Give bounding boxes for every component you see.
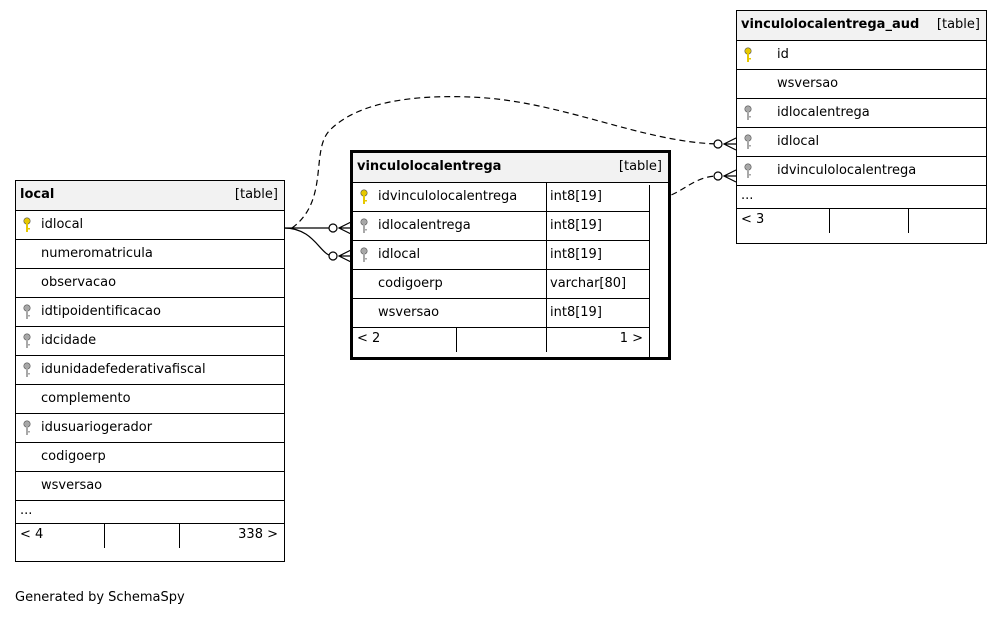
zero-marker	[328, 251, 338, 261]
column-row[interactable]: idlocalentrega int8[19]	[353, 212, 649, 241]
crow-foot	[722, 169, 737, 183]
column-name: complemento	[41, 391, 131, 406]
crow-foot	[337, 249, 352, 263]
column-name: wsversao	[777, 76, 839, 91]
key-icon	[23, 304, 31, 320]
key-icon	[360, 218, 368, 234]
table-local[interactable]: local [table] idlocal numeromatricula obse…	[15, 180, 285, 562]
column-name: idvinculolocalentrega	[378, 189, 518, 204]
column-row[interactable]: idlocal	[16, 211, 284, 240]
link-local-to-vinculo-idlocal	[283, 227, 334, 257]
column-name: codigoerp	[41, 449, 106, 464]
child-count: < 3	[741, 212, 765, 227]
table-footer: < 3	[737, 209, 986, 233]
column-row[interactable]: idunidadefederativafiscal	[16, 356, 284, 385]
table-name: local	[20, 187, 55, 202]
column-row[interactable]: idvinculolocalentrega	[737, 157, 986, 186]
column-name: idlocal	[777, 134, 820, 149]
more-columns: ...	[737, 186, 986, 209]
column-name: idunidadefederativafiscal	[41, 362, 206, 377]
table-header: local [table]	[16, 181, 284, 211]
column-row[interactable]: wsversao int8[19]	[353, 299, 649, 328]
table-kind: [table]	[618, 159, 662, 174]
table-kind: [table]	[936, 17, 980, 32]
key-icon	[23, 420, 31, 436]
crow-foot	[722, 137, 737, 151]
key-icon	[360, 247, 368, 263]
column-row[interactable]: numeromatricula	[16, 240, 284, 269]
zero-marker	[713, 139, 723, 149]
zero-marker	[713, 171, 723, 181]
column-name: wsversao	[378, 305, 440, 320]
column-type: varchar[80]	[550, 276, 627, 291]
row-count: 1 >	[619, 331, 643, 346]
column-name: idlocalentrega	[777, 105, 870, 120]
column-row[interactable]: idlocal int8[19]	[353, 241, 649, 270]
column-name: idvinculolocalentrega	[777, 163, 917, 178]
key-icon	[744, 105, 752, 121]
column-name: codigoerp	[378, 276, 443, 291]
column-row[interactable]: observacao	[16, 269, 284, 298]
column-type: int8[19]	[550, 189, 602, 204]
column-type: int8[19]	[550, 305, 602, 320]
column-name: numeromatricula	[41, 246, 153, 261]
column-row[interactable]: idcidade	[16, 327, 284, 356]
column-name: idlocalentrega	[378, 218, 471, 233]
column-name: wsversao	[41, 478, 103, 493]
crow-foot	[337, 221, 352, 235]
column-name: id	[777, 47, 789, 62]
table-header: vinculolocalentrega [table]	[353, 153, 668, 183]
generated-by-label: Generated by SchemaSpy	[15, 590, 185, 605]
column-row[interactable]: codigoerp	[16, 443, 284, 472]
table-header: vinculolocalentrega_aud [table]	[737, 11, 986, 41]
child-count: < 4	[20, 527, 44, 542]
column-row[interactable]: idtipoidentificacao	[16, 298, 284, 327]
table-vinculolocalentrega-aud[interactable]: vinculolocalentrega_aud [table] id wsvers…	[736, 10, 987, 244]
column-row[interactable]: idvinculolocalentrega int8[19]	[353, 183, 649, 212]
key-icon	[23, 362, 31, 378]
child-count: < 2	[357, 331, 381, 346]
key-icon	[744, 134, 752, 150]
link-vinculo-to-aud	[651, 175, 719, 200]
column-name: observacao	[41, 275, 117, 290]
column-name: idusuariogerador	[41, 420, 153, 435]
row-count: 338 >	[238, 527, 278, 542]
zero-marker	[328, 223, 338, 233]
table-kind: [table]	[234, 187, 278, 202]
column-row[interactable]: id	[737, 41, 986, 70]
table-vinculolocalentrega[interactable]: vinculolocalentrega [table] idvinculoloc…	[350, 150, 671, 360]
table-name: vinculolocalentrega_aud	[741, 17, 920, 32]
key-icon	[744, 163, 752, 179]
column-name: idtipoidentificacao	[41, 304, 161, 319]
key-icon	[360, 189, 368, 205]
table-footer: < 2 1 >	[353, 328, 649, 352]
column-row[interactable]: complemento	[16, 385, 284, 414]
column-row[interactable]: idusuariogerador	[16, 414, 284, 443]
column-row[interactable]: wsversao	[737, 70, 986, 99]
key-icon	[23, 333, 31, 349]
column-name: idlocal	[378, 247, 421, 262]
column-row[interactable]: codigoerp varchar[80]	[353, 270, 649, 299]
column-type: int8[19]	[550, 218, 602, 233]
column-row[interactable]: idlocalentrega	[737, 99, 986, 128]
column-type: int8[19]	[550, 247, 602, 262]
table-footer: < 4 338 >	[16, 524, 284, 548]
more-columns: ...	[16, 501, 284, 524]
column-row[interactable]: wsversao	[16, 472, 284, 501]
table-name: vinculolocalentrega	[357, 159, 502, 174]
column-row[interactable]: idlocal	[737, 128, 986, 157]
key-icon	[23, 217, 31, 233]
column-name: idcidade	[41, 333, 97, 348]
column-name: idlocal	[41, 217, 84, 232]
key-icon	[744, 47, 752, 63]
